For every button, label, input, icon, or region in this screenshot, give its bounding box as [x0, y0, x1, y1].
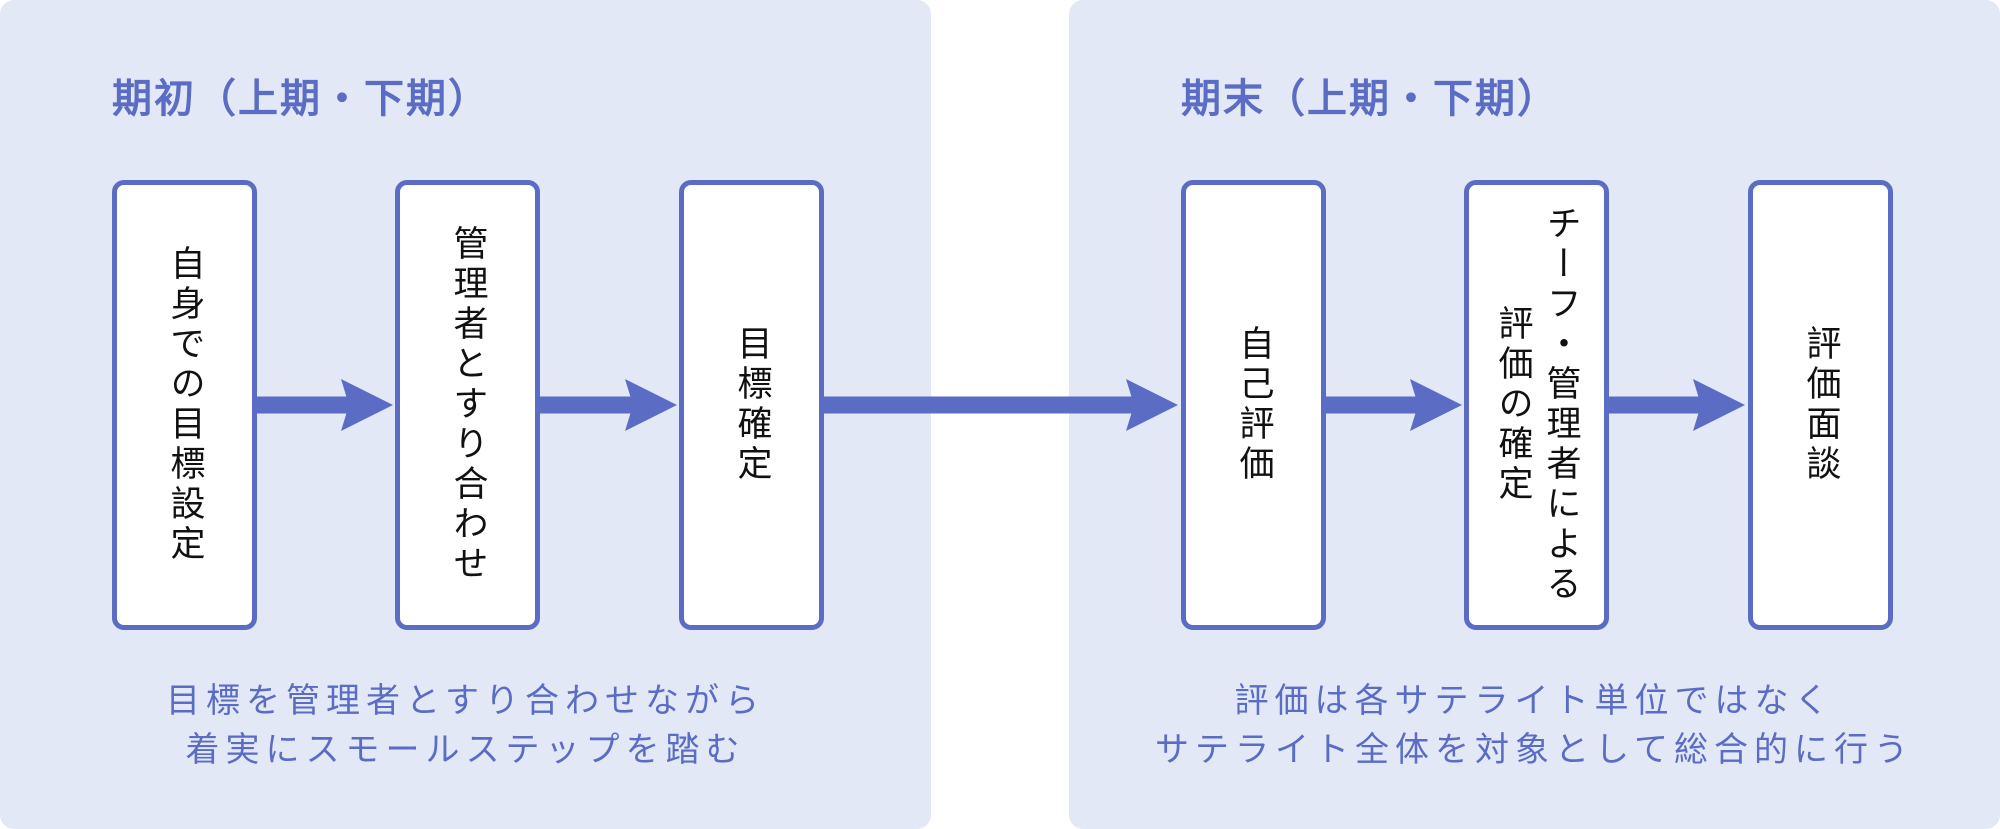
- step-label-line: 評価の確定: [1492, 305, 1533, 505]
- step-box-evaluation-interview: 評価面談: [1748, 180, 1893, 630]
- step-label-line: 評価面談: [1800, 325, 1841, 485]
- caption-line: 着実にスモールステップを踏む: [185, 730, 746, 770]
- step-label: 目標確定: [728, 325, 776, 485]
- step-box-self-evaluation: 自己評価: [1181, 180, 1326, 630]
- step-label: 自身での目標設定: [161, 245, 209, 565]
- step-box-evaluation-confirmation: チーフ・管理者による 評価の確定: [1464, 180, 1609, 630]
- step-label-line: 管理者とすり合わせ: [447, 225, 488, 585]
- step-label-line: 自身での目標設定: [164, 245, 205, 565]
- step-label-line: 自己評価: [1233, 325, 1274, 485]
- step-label: 評価面談: [1797, 325, 1845, 485]
- step-label: 管理者とすり合わせ: [444, 225, 492, 585]
- step-label-line: チーフ・管理者による: [1540, 205, 1581, 605]
- caption-line: 評価は各サテライト単位ではなく: [1234, 681, 1835, 721]
- caption-line: 目標を管理者とすり合わせながら: [166, 681, 765, 721]
- step-box-align-with-manager: 管理者とすり合わせ: [395, 180, 540, 630]
- step-box-goal-confirmation: 目標確定: [679, 180, 824, 630]
- step-box-self-goal-setting: 自身での目標設定: [112, 180, 257, 630]
- panel-caption: 評価は各サテライト単位ではなく サテライト全体を対象として総合的に行う: [1069, 677, 2000, 775]
- caption-line: サテライト全体を対象として総合的に行う: [1155, 730, 1914, 770]
- panel-caption: 目標を管理者とすり合わせながら 着実にスモールステップを踏む: [0, 677, 931, 775]
- step-label-line: 目標確定: [731, 325, 772, 485]
- panel-title: 期末（上期・下期）: [1181, 76, 1559, 122]
- panel-start-of-term: 期初（上期・下期） 自身での目標設定 管理者とすり合わせ 目標確定 目標を管理者…: [0, 0, 931, 829]
- step-label: 自己評価: [1230, 325, 1278, 485]
- panel-title: 期初（上期・下期）: [112, 76, 490, 122]
- step-label: チーフ・管理者による 評価の確定: [1489, 205, 1585, 605]
- panel-end-of-term: 期末（上期・下期） 自己評価 チーフ・管理者による 評価の確定 評価面談 評価は…: [1069, 0, 2000, 829]
